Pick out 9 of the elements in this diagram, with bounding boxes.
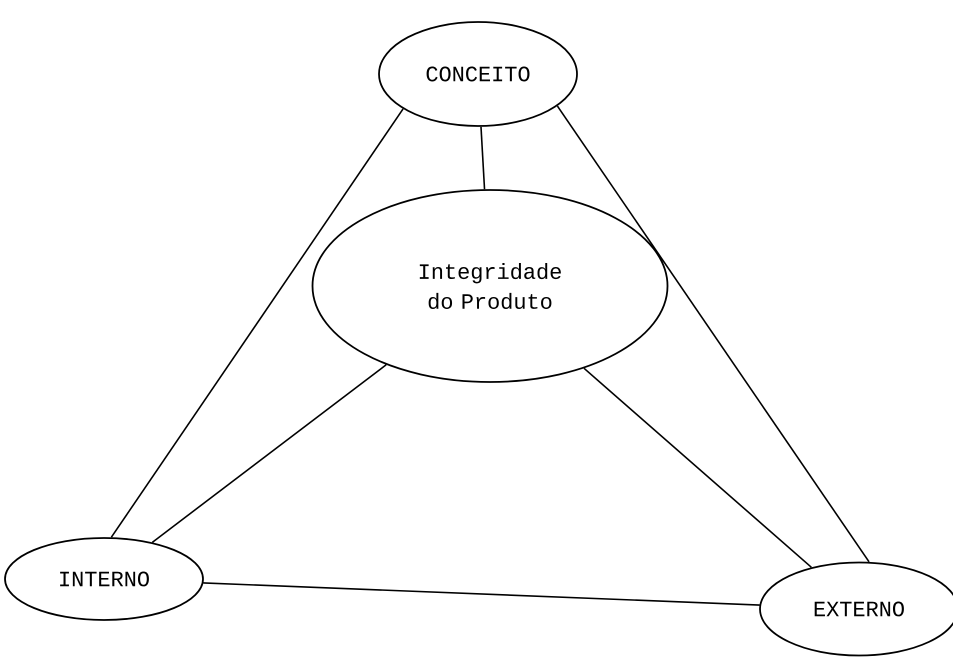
connector-line (584, 368, 812, 568)
ellipse-node: INTERNO (4, 537, 204, 621)
connector-line (110, 108, 404, 538)
connector-line (152, 364, 387, 543)
connector-line (556, 106, 870, 562)
ellipse-node: Integridade do Produto (312, 189, 668, 383)
connector-line (480, 126, 486, 190)
connector-line (203, 582, 760, 606)
ellipse-node: CONCEITO (378, 21, 578, 127)
